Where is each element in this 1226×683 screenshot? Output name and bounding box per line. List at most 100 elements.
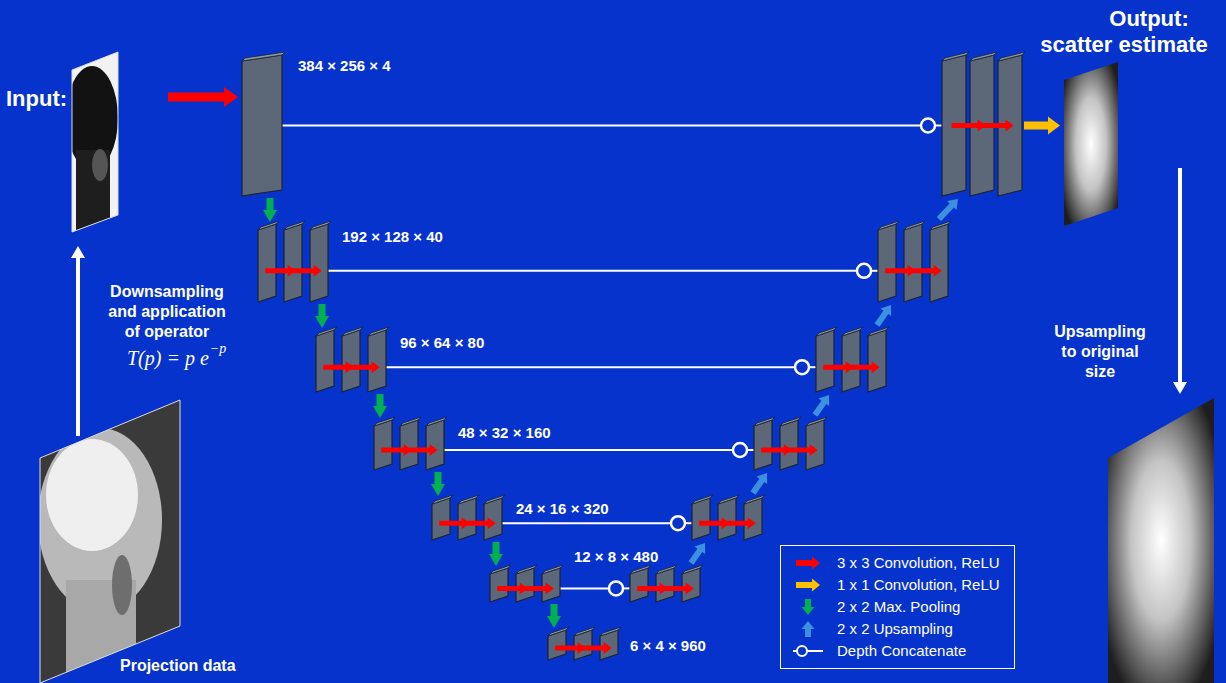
conv-arrow xyxy=(823,361,854,373)
dimension-label: 96 × 64 × 80 xyxy=(400,334,484,351)
legend-swatch xyxy=(802,621,815,637)
feature-map-stack xyxy=(432,498,502,540)
conv-arrow xyxy=(761,444,792,456)
slab-top-face xyxy=(868,327,889,336)
pooling-arrow xyxy=(377,394,384,406)
operator-note: Downsampling and application of operator xyxy=(102,282,232,342)
skip-connection xyxy=(328,270,857,272)
feature-map-slab xyxy=(432,498,450,540)
concat-symbol xyxy=(609,581,623,595)
feature-map-slab xyxy=(400,420,418,470)
decoder-block xyxy=(942,52,1025,196)
conv-arrow xyxy=(323,361,354,373)
skip-connection xyxy=(386,366,795,368)
slab-top-face xyxy=(656,565,677,574)
dimension-label: 6 × 4 × 960 xyxy=(630,637,706,654)
feature-map-slab xyxy=(310,224,328,302)
encoder-block: 96 × 64 × 80 xyxy=(316,330,386,392)
neck-shadow xyxy=(76,150,110,240)
feature-map-slab xyxy=(484,498,502,540)
skull xyxy=(46,439,138,551)
encoder-block: 192 × 128 × 40 xyxy=(258,224,328,302)
slab-top-face xyxy=(284,221,305,230)
feature-map-slab xyxy=(374,420,392,470)
downsampling-arrow xyxy=(71,246,85,436)
dimension-label: 384 × 256 × 4 xyxy=(298,57,391,74)
upsampled-output-image xyxy=(1108,398,1214,683)
upsampling-note: Upsampling to original size xyxy=(1050,322,1150,382)
feature-map-slab xyxy=(368,330,386,392)
encoder-block: 24 × 16 × 320 xyxy=(432,498,502,540)
conv-arrow xyxy=(381,444,412,456)
image-ground xyxy=(60,40,130,240)
encoder-block: 384 × 256 × 4 xyxy=(242,55,282,196)
feature-map-stack xyxy=(242,55,282,196)
slab-top-face xyxy=(630,565,651,574)
feature-map-slab xyxy=(258,224,276,302)
dimension-label: 12 × 8 × 480 xyxy=(574,548,658,565)
output-heading: Output: scatter estimate xyxy=(1036,6,1212,58)
legend-row: Depth Concatenate xyxy=(793,640,1000,662)
slab-top-face xyxy=(374,417,395,426)
feature-map-slab xyxy=(744,498,762,540)
slab-top-face xyxy=(484,495,505,504)
slab-top-face xyxy=(426,417,447,426)
feature-map-slab xyxy=(806,420,824,470)
legend-row: 3 x 3 Convolution, ReLU xyxy=(793,552,1000,574)
conv-arrow xyxy=(699,517,730,529)
slab-top-face xyxy=(432,495,453,504)
feature-map-stack xyxy=(548,630,618,660)
conv-arrow xyxy=(497,582,528,594)
feature-map-slab xyxy=(242,55,282,196)
conv-arrow xyxy=(849,361,880,373)
feature-map-slab xyxy=(426,420,444,470)
slab-top-face xyxy=(542,565,563,574)
skip-connection xyxy=(282,125,921,127)
feature-map-slab xyxy=(316,330,334,392)
feature-map-slab xyxy=(284,224,302,302)
conv-arrow xyxy=(407,444,438,456)
legend-text: 2 x 2 Upsampling xyxy=(837,620,953,638)
slab-top-face xyxy=(458,495,479,504)
input-arrow xyxy=(168,87,238,107)
feature-map-stack xyxy=(316,330,386,392)
slab-top-face xyxy=(258,221,279,230)
encoder-block: 48 × 32 × 160 xyxy=(374,420,444,470)
skip-connection xyxy=(444,449,733,451)
slab-top-face xyxy=(970,52,997,61)
conv-arrow xyxy=(637,582,668,594)
legend-sample xyxy=(793,598,823,616)
slab-top-face xyxy=(842,327,863,336)
feature-map-slab xyxy=(930,224,948,302)
decoder-block xyxy=(754,417,827,470)
legend-row: 2 x 2 Max. Pooling xyxy=(793,596,1000,618)
conv-arrow xyxy=(885,265,916,277)
slab-top-face xyxy=(490,565,511,574)
input-heading: Input: xyxy=(6,86,67,112)
legend-text: 1 x 1 Convolution, ReLU xyxy=(837,576,1000,594)
conv-arrow xyxy=(555,642,586,654)
feature-map-slab xyxy=(458,498,476,540)
conv-arrow xyxy=(349,361,380,373)
legend-row: 1 x 1 Convolution, ReLU xyxy=(793,574,1000,596)
upsampling-arrow xyxy=(1173,168,1187,394)
upsampling-step-arrow xyxy=(689,543,706,565)
slab-top-face xyxy=(998,52,1025,61)
slab-top-face xyxy=(718,495,739,504)
concat-symbol xyxy=(795,360,809,374)
feature-map-slab xyxy=(754,420,772,470)
legend-text: Depth Concatenate xyxy=(837,642,966,660)
decoder-block xyxy=(630,565,703,602)
feature-map-slab xyxy=(342,330,360,392)
conv-arrow xyxy=(291,265,322,277)
pooling-arrow xyxy=(267,198,274,210)
decoder-block xyxy=(816,327,889,392)
dimension-label: 48 × 32 × 160 xyxy=(458,424,551,441)
image-ground xyxy=(30,390,190,683)
legend-box: 3 x 3 Convolution, ReLU 1 x 1 Convolution… xyxy=(780,545,1015,669)
slab-top-face xyxy=(780,417,801,426)
upsampling-step-arrow xyxy=(937,199,958,221)
slab-top-face xyxy=(930,221,951,230)
